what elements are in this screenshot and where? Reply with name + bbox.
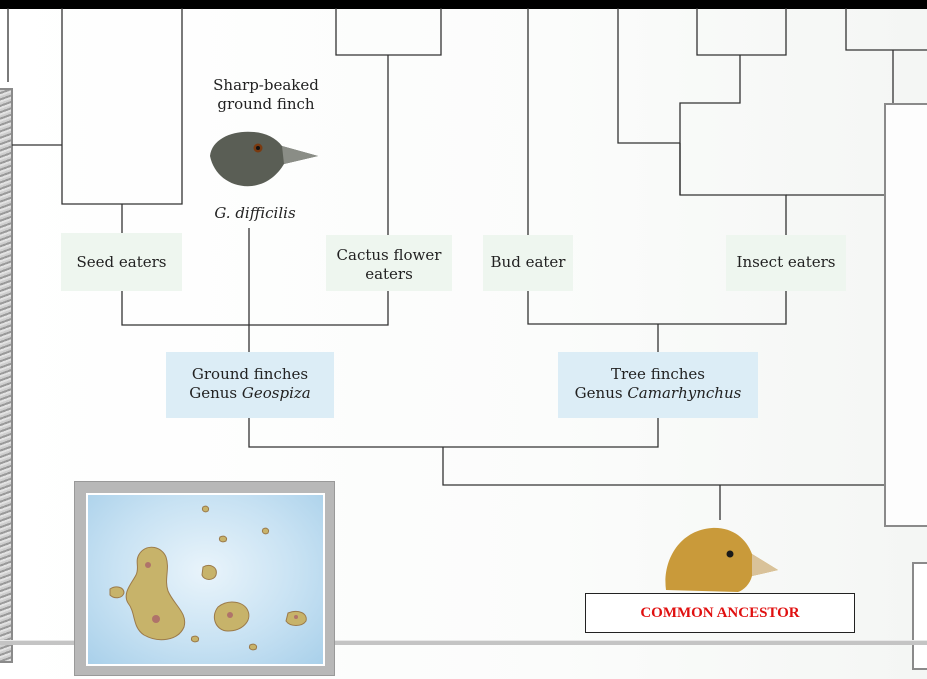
branch-root-horizontal	[442, 447, 884, 486]
tree-finches-line-1: Tree finches	[611, 365, 705, 383]
cactus-line-1: Cactus flower	[336, 246, 442, 264]
insect-eaters-box	[726, 235, 846, 291]
bud-eater-box	[483, 235, 573, 291]
branch-tree-join	[527, 291, 787, 325]
ground-finches-box	[166, 352, 334, 418]
finch-name-line-2: ground finch	[217, 95, 315, 113]
branch-cactus-top	[335, 8, 442, 56]
branch-ground-join	[121, 291, 389, 326]
right-frame	[884, 103, 927, 527]
tree-genus-name: Camarhynchus	[627, 384, 742, 402]
cactus-line-2: eaters	[365, 265, 413, 283]
tree-genus-line: Genus Camarhynchus	[558, 384, 758, 403]
genus-prefix: Genus	[574, 384, 628, 402]
species-label: G. difficilis	[214, 204, 296, 222]
island-fernandina	[109, 586, 125, 599]
island-santiago	[201, 564, 217, 580]
common-ancestor-box: COMMON ANCESTOR	[585, 593, 855, 633]
ground-finches-label: Ground finches Genus Geospiza	[166, 365, 334, 403]
insect-eaters-label: Insect eaters	[736, 253, 836, 271]
bottom-rule	[0, 640, 927, 645]
branch-seed-clade-right	[61, 8, 183, 205]
galapagos-map-frame	[74, 481, 335, 676]
ancestor-finch-icon	[665, 527, 778, 592]
cactus-eaters-label: Cactus flower eaters	[326, 246, 452, 284]
galapagos-map	[86, 493, 325, 666]
seed-eaters-label: Seed eaters	[76, 253, 167, 271]
finch-name: Sharp-beaked ground finch	[206, 76, 326, 114]
seed-eaters-box	[61, 233, 182, 291]
island-genovesa	[262, 527, 269, 535]
branch-insect-left	[617, 8, 680, 144]
ground-finches-line-1: Ground finches	[191, 365, 309, 383]
islands-icon	[109, 505, 307, 651]
finch-head-icon	[210, 131, 318, 187]
island-espanola	[249, 643, 257, 651]
tree-finches-box	[558, 352, 758, 418]
island-marchena	[219, 535, 227, 543]
branch-insect-inner	[679, 55, 787, 235]
branch-root-join	[248, 418, 659, 448]
left-photo-panel	[0, 88, 13, 663]
cactus-eaters-box	[326, 235, 452, 291]
ground-genus-line: Genus Geospiza	[166, 384, 334, 403]
bud-eater-label: Bud eater	[490, 253, 566, 271]
finch-name-line-1: Sharp-beaked	[213, 76, 319, 94]
top-border	[0, 0, 927, 9]
island-floreana	[191, 635, 199, 643]
island-isabela	[125, 546, 186, 641]
tree-finches-label: Tree finches Genus Camarhynchus	[558, 365, 758, 403]
branch-insect-top	[696, 8, 787, 56]
branch-far-right-top	[845, 8, 927, 51]
island-pinta	[202, 505, 209, 513]
genus-prefix: Genus	[189, 384, 242, 402]
common-ancestor-label: COMMON ANCESTOR	[640, 604, 800, 621]
ground-genus-name: Geospiza	[241, 384, 311, 402]
